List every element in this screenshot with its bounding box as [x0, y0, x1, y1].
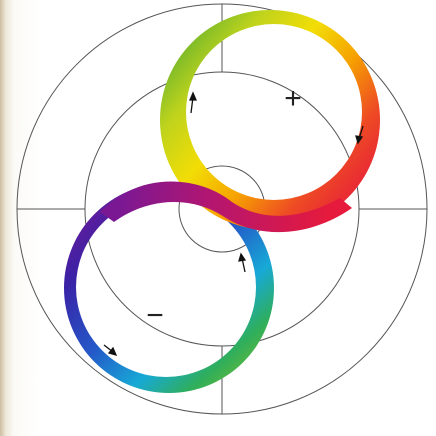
minus-sign: −: [146, 299, 164, 332]
arrow-upper-left-icon: [190, 93, 196, 113]
arrow-lower-left-icon: [104, 345, 116, 355]
arrow-center-right-icon: [239, 254, 245, 272]
plus-sign: +: [284, 82, 302, 115]
